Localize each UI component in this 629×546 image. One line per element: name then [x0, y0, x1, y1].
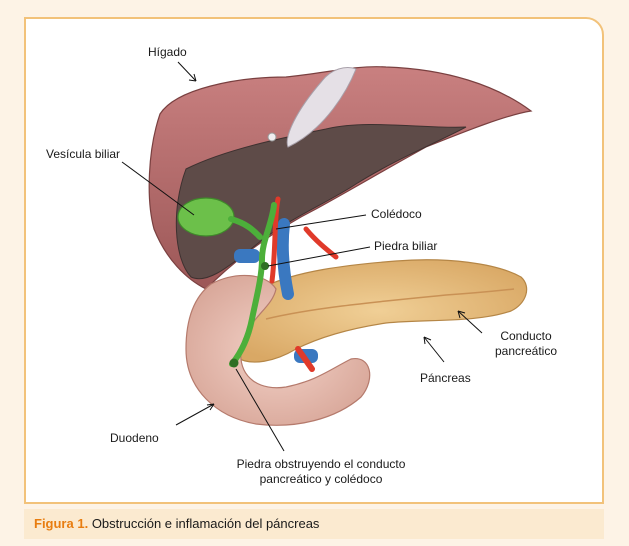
- label-pancreatic-duct-line2: pancreático: [494, 344, 558, 358]
- label-liver: Hígado: [148, 45, 187, 59]
- label-pancreas: Páncreas: [420, 371, 471, 385]
- arrowhead-liver: [188, 73, 197, 82]
- label-duodenum: Duodeno: [110, 431, 159, 445]
- arrowhead-pancreatic-duct: [457, 310, 466, 319]
- leader-common-bile-duct: [275, 214, 367, 230]
- figure-panel: Hígado Vesícula biliar Colédoco Piedra b…: [24, 17, 604, 504]
- label-common-bile-duct: Colédoco: [371, 207, 422, 221]
- duodenum-shape: [185, 274, 371, 426]
- leader-duodenum: [175, 403, 215, 426]
- label-pancreatic-duct-line1: Conducto: [500, 329, 552, 343]
- label-obstructing-stone-line1: Piedra obstruyendo el conducto: [236, 457, 406, 471]
- leader-liver: [177, 61, 197, 82]
- anatomy-illustration: [121, 61, 533, 452]
- figure-caption-text: Obstrucción e inflamación del páncreas: [91, 516, 320, 531]
- common-bile-duct-shape: [229, 202, 277, 368]
- leader-obstructing-stone: [235, 368, 285, 452]
- label-obstructing-stone: Piedra obstruyendo el conducto pancreáti…: [206, 457, 436, 487]
- arrowhead-duodenum: [206, 403, 215, 411]
- liver-shape: [148, 66, 533, 290]
- leader-pancreas: [423, 336, 445, 363]
- label-obstructing-stone-line2: pancreático y colédoco: [259, 472, 383, 486]
- figure-number: Figura 1.: [34, 516, 89, 531]
- arrowhead-pancreas: [423, 336, 432, 345]
- gallbladder-shape: [177, 197, 263, 240]
- figure-caption: Figura 1. Obstrucción e inflamación del …: [24, 509, 604, 539]
- leader-gallstone: [267, 246, 371, 267]
- label-pancreatic-duct: Conducto pancreático: [486, 329, 566, 359]
- label-gallbladder: Vesícula biliar: [46, 147, 121, 161]
- leader-pancreatic-duct: [457, 310, 483, 334]
- leader-gallbladder: [121, 161, 195, 216]
- label-gallstone: Piedra biliar: [374, 239, 438, 253]
- leader-lines: [121, 61, 483, 452]
